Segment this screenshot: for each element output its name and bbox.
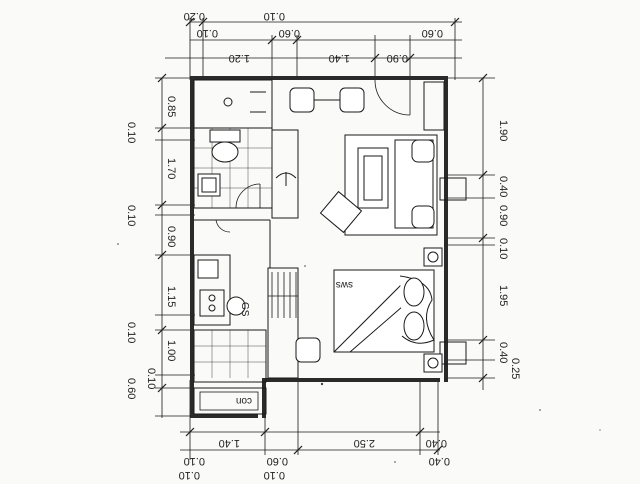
- shower-icon: [223, 91, 266, 113]
- bath-mat-box: [199, 391, 259, 411]
- dim-right-5: 0.40: [497, 342, 509, 363]
- dim-top-inner-2: 0.60: [422, 27, 443, 39]
- dim-top-main-0: 1.20: [229, 52, 250, 64]
- coffee-table-icon: [357, 147, 389, 209]
- bath-mat-label: con: [236, 395, 252, 406]
- bed-icon: [333, 269, 435, 353]
- outer-walls: [190, 76, 448, 418]
- left-dimension-labels: 0.85 0.10 1.70 0.10 0.90 1.15 0.10 1.00 …: [125, 96, 177, 399]
- dim-bottom-inner-1: 0.60: [267, 455, 288, 467]
- bed-tag-label: sws: [336, 279, 353, 290]
- dim-left-7: 1.00: [165, 340, 177, 361]
- nightstand-icon: [423, 247, 443, 373]
- wardrobe-hangers: [268, 272, 298, 318]
- dim-left-8: 0.10: [145, 368, 157, 389]
- scan-noise: [117, 243, 601, 463]
- dim-top-outer-0: 0.20: [184, 10, 205, 22]
- gas-tag: GS: [226, 296, 250, 317]
- dim-bottom-outer-0: 0.10: [179, 469, 200, 480]
- door-swings: [215, 79, 411, 233]
- dim-bottom-inner-0: 0.10: [184, 455, 205, 467]
- gas-tag-label: GS: [239, 302, 250, 317]
- dim-left-4: 0.90: [165, 226, 177, 247]
- dim-top-inner-0: 0.10: [197, 27, 218, 39]
- stove-icon: [199, 289, 225, 317]
- dim-right-4: 1.95: [497, 285, 509, 306]
- interior-walls: [193, 79, 467, 415]
- dining-chairs: [289, 87, 365, 113]
- dimension-ticks: [157, 17, 488, 455]
- dim-left-3: 0.10: [125, 205, 137, 226]
- dim-bottom-inner-2: 0.40: [429, 455, 450, 467]
- dim-bottom-outer-1: 0.10: [264, 469, 285, 480]
- wall-lamp-icon: [275, 172, 297, 186]
- dim-right-3: 0.10: [497, 238, 509, 259]
- desk-chair-icon: [295, 337, 321, 363]
- bottom-dimension-labels: 1.40 2.50 0.40 0.10 0.60 0.40 0.10 0.10: [179, 437, 450, 481]
- dim-top-main-1: 1.40: [329, 52, 350, 64]
- dim-left-5: 1.15: [165, 286, 177, 307]
- dim-bottom-main-1: 2.50: [354, 437, 375, 449]
- dim-top-inner-1: 0.60: [279, 27, 300, 39]
- dim-right-6: 0.25: [509, 358, 521, 379]
- kitchen-sink-icon: [197, 259, 219, 279]
- right-dimension-labels: 1.90 0.40 0.90 0.10 1.95 0.40 0.25: [497, 120, 521, 379]
- dim-right-2: 0.90: [497, 205, 509, 226]
- lounge-chair-icon: [319, 190, 363, 234]
- bathroom-tile-grid: [194, 128, 272, 378]
- dim-left-1: 0.10: [125, 122, 137, 143]
- toilet-icon: [209, 129, 241, 163]
- dim-left-2: 1.70: [165, 158, 177, 179]
- wash-basin-icon: [197, 173, 221, 197]
- dim-left-9: 0.60: [125, 378, 137, 399]
- dim-right-0: 1.90: [497, 120, 509, 141]
- dim-bottom-main-2: 0.40: [426, 437, 447, 449]
- dim-top-outer-1: 0.10: [264, 10, 285, 22]
- dim-left-0: 0.85: [165, 96, 177, 117]
- dim-right-1: 0.40: [497, 176, 509, 197]
- dim-left-6: 0.10: [125, 322, 137, 343]
- top-dimension-labels: 0.20 0.10 0.10 0.60 0.60 1.20 1.40 0.90: [184, 10, 443, 64]
- dim-top-main-2: 0.90: [387, 52, 408, 64]
- dim-bottom-main-0: 1.40: [219, 437, 240, 449]
